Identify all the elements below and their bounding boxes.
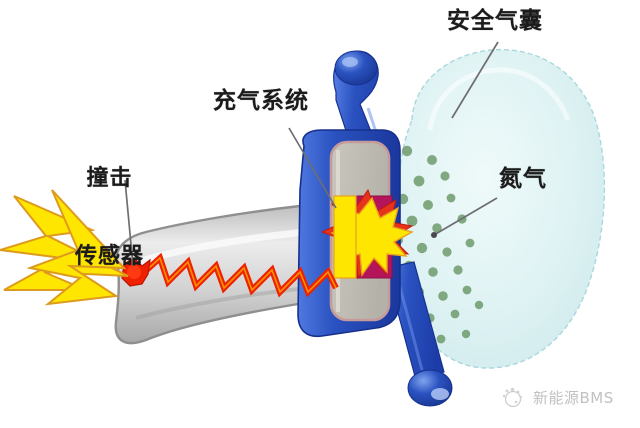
impact-lightning-burst: [0, 189, 129, 306]
leader-line-sensor: [124, 179, 134, 267]
leader-line-airbag: [451, 41, 499, 119]
zigzag-signal-wire: [137, 252, 339, 298]
dotted-circle-logo-icon: [502, 387, 523, 408]
label-inflation-system: 充气系统: [213, 88, 309, 114]
watermark: 新能源BMS: [500, 386, 614, 408]
label-impact-sensor-line2: 传感器: [75, 243, 145, 269]
label-nitrogen: 氮气: [499, 166, 547, 192]
leader-line-nitrogen: [433, 197, 498, 236]
label-impact-sensor-line1: 撞击: [86, 165, 133, 191]
gas-generator-explosion: [320, 188, 414, 280]
leader-lines: [124, 41, 499, 267]
label-impact-sensor: 撞击 传感器: [75, 114, 144, 322]
inflated-airbag-balloon: [396, 48, 606, 369]
impact-sensor-node: [121, 257, 151, 287]
leader-line-inflation: [288, 127, 337, 209]
label-airbag: 安全气囊: [447, 8, 543, 34]
watermark-text: 新能源BMS: [533, 388, 614, 407]
